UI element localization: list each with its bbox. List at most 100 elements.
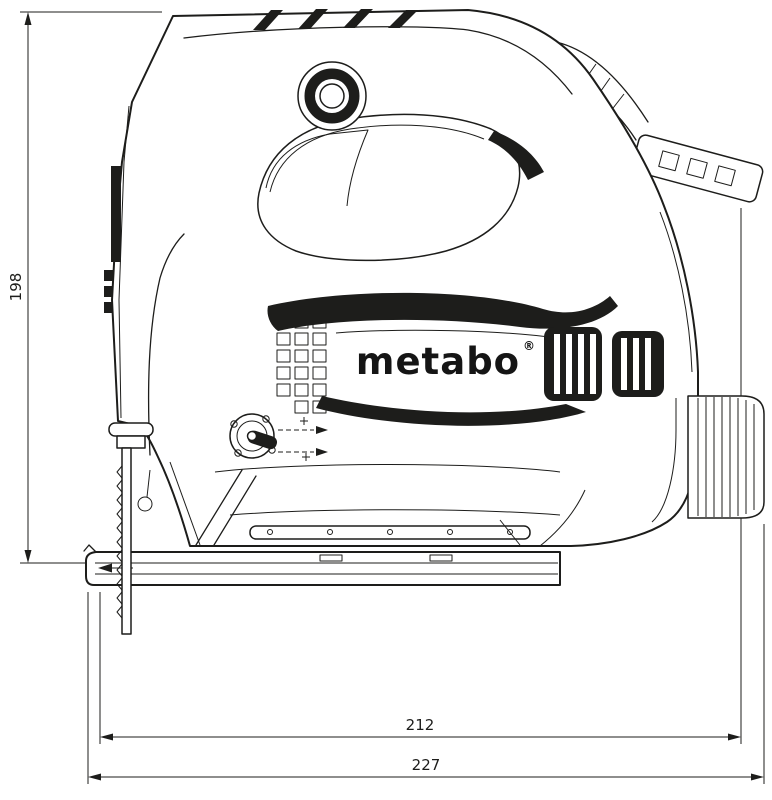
gearhousing-seam bbox=[147, 233, 185, 456]
rear-grip bbox=[544, 327, 664, 401]
handle-inner-line bbox=[269, 124, 485, 193]
blower-outlet-body bbox=[687, 395, 765, 519]
vent-slot bbox=[276, 332, 291, 346]
vent-slot bbox=[312, 383, 327, 397]
vent-slot bbox=[312, 400, 327, 414]
strut-line bbox=[499, 519, 521, 546]
front-tab bbox=[104, 270, 113, 281]
grip-slit bbox=[590, 334, 596, 394]
speed-dial bbox=[297, 61, 367, 131]
dimension-width-overall: 227 bbox=[87, 524, 765, 784]
dimension-width-inner: 212 bbox=[99, 208, 742, 744]
screw-icon bbox=[268, 446, 276, 454]
jigsaw-body: metabo ® bbox=[104, 9, 765, 547]
roller-arm bbox=[146, 469, 151, 498]
top-inner-line bbox=[183, 26, 573, 95]
styling-swoosh-lower bbox=[316, 396, 586, 426]
mount-hole bbox=[447, 529, 453, 535]
vent-slot bbox=[294, 366, 309, 380]
cut-direction-arrow-icon bbox=[98, 563, 112, 573]
screw-icon bbox=[230, 420, 238, 428]
screw-icon bbox=[262, 415, 270, 423]
grip-slit bbox=[566, 334, 572, 394]
vent-slot bbox=[294, 400, 309, 414]
blade-clamp-collar bbox=[108, 422, 154, 437]
grip-notch bbox=[298, 9, 328, 29]
blower-outlet bbox=[687, 395, 765, 519]
lower-bracket bbox=[169, 461, 531, 546]
grip-slit bbox=[554, 334, 560, 394]
strut-line bbox=[169, 461, 201, 546]
mount-hole bbox=[507, 529, 513, 535]
lower-seam-line-2 bbox=[229, 509, 561, 516]
grip-slit bbox=[578, 334, 584, 394]
vent-slot bbox=[312, 315, 327, 329]
front-inner-line bbox=[118, 105, 130, 419]
front-tab bbox=[104, 286, 113, 297]
mount-strip bbox=[249, 525, 531, 540]
connector-detail bbox=[714, 165, 736, 187]
styling-swoosh-upper bbox=[267, 292, 618, 331]
dim-height-label: 198 bbox=[7, 273, 25, 302]
mount-hole bbox=[267, 529, 273, 535]
blade-assembly bbox=[108, 422, 154, 635]
front-tab bbox=[104, 302, 113, 313]
cross-marks bbox=[300, 417, 310, 461]
arrowhead-right bbox=[728, 733, 741, 741]
screw-icon bbox=[234, 449, 242, 457]
vent-slot bbox=[312, 366, 327, 380]
base-plate-slot bbox=[429, 554, 453, 562]
dim-width-inner-label: 212 bbox=[406, 716, 435, 734]
arrowhead-up bbox=[24, 12, 32, 25]
vent-slot bbox=[276, 383, 291, 397]
vent-slot bbox=[294, 349, 309, 363]
top-grip-notches bbox=[253, 9, 418, 30]
base-plate-body bbox=[85, 551, 561, 586]
dimension-height: 198 bbox=[7, 11, 162, 564]
arrowhead-left bbox=[88, 773, 101, 781]
front-dark-strip bbox=[111, 166, 121, 262]
grip-slit bbox=[633, 338, 639, 390]
vent-slot bbox=[294, 383, 309, 397]
blower-outlet-ribs bbox=[697, 397, 755, 517]
base-plate-front-lip bbox=[83, 544, 97, 553]
vent-slot bbox=[312, 349, 327, 363]
arrowhead-left bbox=[100, 733, 113, 741]
grip-notch bbox=[388, 10, 418, 28]
base-plate bbox=[83, 544, 561, 586]
logo-panel-top-line bbox=[335, 329, 557, 339]
arrowhead-down bbox=[24, 550, 32, 563]
dim-width-overall-label: 227 bbox=[412, 756, 441, 774]
front-face-details bbox=[104, 166, 121, 313]
leader-arrow-icon bbox=[316, 448, 328, 456]
connector-detail bbox=[658, 150, 680, 172]
handle-trigger-recess bbox=[265, 129, 369, 207]
rear-inner-line bbox=[659, 211, 693, 373]
grip-slit bbox=[645, 338, 651, 390]
cord-top-line bbox=[555, 41, 649, 123]
strut-line bbox=[195, 469, 243, 546]
vent-slot bbox=[276, 315, 291, 329]
blade-clamp-body bbox=[116, 435, 146, 449]
vent-slot bbox=[276, 366, 291, 380]
grip-notch bbox=[253, 10, 283, 30]
vent-slot bbox=[294, 315, 309, 329]
vent-slot bbox=[294, 332, 309, 346]
pendulum-dial bbox=[229, 413, 328, 461]
dial-center bbox=[319, 83, 345, 109]
rear-foot-line bbox=[539, 489, 586, 547]
dial-dark-ring bbox=[305, 69, 359, 123]
base-plate-slot bbox=[319, 554, 343, 562]
vent-slot bbox=[276, 349, 291, 363]
brand-logo: metabo bbox=[356, 340, 520, 383]
saw-blade bbox=[121, 447, 132, 635]
body-silhouette bbox=[111, 9, 699, 547]
registered-mark: ® bbox=[523, 339, 535, 353]
guide-roller bbox=[137, 496, 153, 512]
mount-hole bbox=[327, 529, 333, 535]
leader-arrow-icon bbox=[316, 426, 328, 434]
rear-lower-inner-line bbox=[651, 398, 677, 523]
vent-grid bbox=[276, 315, 327, 414]
